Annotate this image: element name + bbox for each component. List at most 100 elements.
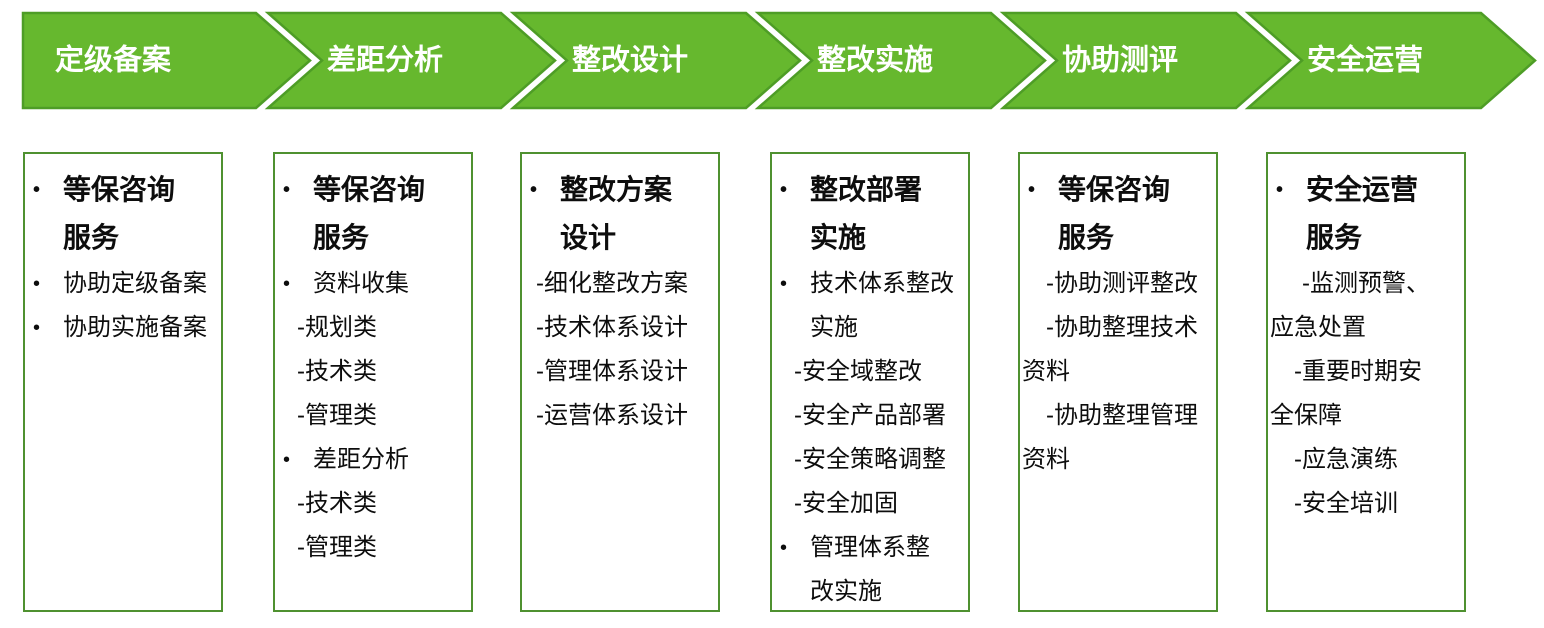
box-item-line: •管理体系整 [772, 526, 968, 570]
line-text: -协助整理管理 [1046, 402, 1198, 429]
bullet-marker-icon: • [33, 317, 41, 339]
box-item-line: -运营体系设计 [522, 394, 718, 438]
box-item-line: 实施 [772, 306, 968, 350]
bullet-marker-icon: • [530, 179, 538, 201]
line-text: 设计 [560, 222, 617, 253]
service-box-2-lines: •等保咨询服务•资料收集-规划类-技术类-管理类•差距分析-技术类-管理类 [275, 166, 471, 570]
box-item-line: -安全培训 [1268, 482, 1464, 526]
box-heading-line: 实施 [772, 214, 968, 262]
bullet-marker-icon: • [33, 273, 41, 295]
bullet-marker-icon: • [1028, 179, 1036, 201]
box-item-line: -应急演练 [1268, 438, 1464, 482]
line-text: -管理体系设计 [536, 358, 688, 385]
box-item-line: -管理类 [275, 394, 471, 438]
bullet-marker-icon: • [780, 179, 788, 201]
line-text: -管理类 [297, 402, 377, 429]
line-text: 实施 [810, 314, 858, 341]
line-text: 应急处置 [1270, 314, 1366, 341]
line-text: 整改部署 [810, 174, 923, 205]
bullet-marker-icon: • [1276, 179, 1284, 201]
line-text: 整改方案 [560, 174, 673, 205]
box-item-line: • 协助定级备案 [25, 262, 221, 306]
line-text: -细化整改方案 [536, 270, 688, 297]
line-text: 服务 [1306, 222, 1363, 253]
line-text: 改实施 [810, 578, 882, 605]
box-heading-line: • 整改部署 [772, 166, 968, 214]
line-text: 全保障 [1270, 402, 1342, 429]
service-box-3-lines: • 整改方案设计 -细化整改方案 -技术体系设计 -管理体系设计 -运营体系设计 [522, 166, 718, 438]
chevron-label-2: 差距分析 [327, 44, 443, 77]
line-text: 资料 [1022, 358, 1070, 385]
bullet-marker-icon: • [283, 179, 291, 201]
box-heading-line: • 安全运营 [1268, 166, 1464, 214]
line-text: 技术体系整改 [810, 270, 954, 297]
chevron-shape-1 [21, 11, 312, 110]
line-text: -重要时期安 [1294, 358, 1422, 385]
service-box-6: • 安全运营服务 -监测预警、应急处置 -重要时期安全保障 -应急演练 -安全培训 [1266, 152, 1466, 612]
box-item-line: -监测预警、 [1268, 262, 1464, 306]
line-text: 等保咨询 [1058, 174, 1171, 205]
line-text: -监测预警、 [1302, 270, 1430, 297]
box-heading-line: 服务 [1268, 214, 1464, 262]
line-text: -技术类 [297, 358, 377, 385]
box-heading-line: • 等保咨询 [25, 166, 221, 214]
bullet-marker-icon: • [33, 179, 41, 201]
box-heading-line: 服务 [275, 214, 471, 262]
chevron-label-5: 协助测评 [1062, 44, 1178, 77]
box-item-line: -协助整理技术 [1020, 306, 1216, 350]
service-box-5: •等保咨询服务-协助测评整改-协助整理技术资料-协助整理管理资料 [1018, 152, 1218, 612]
box-heading-line: • 整改方案 [522, 166, 718, 214]
box-item-line: •差距分析 [275, 438, 471, 482]
line-text: 安全运营 [1306, 174, 1419, 205]
service-box-6-lines: • 安全运营服务 -监测预警、应急处置 -重要时期安全保障 -应急演练 -安全培训 [1268, 166, 1464, 526]
box-item-line: 应急处置 [1268, 306, 1464, 350]
line-text: -安全加固 [794, 490, 898, 517]
box-item-line: -管理体系设计 [522, 350, 718, 394]
chevron-shape-3 [509, 11, 802, 110]
line-text: -运营体系设计 [536, 402, 688, 429]
box-item-line: -技术类 [275, 482, 471, 526]
chevron-shape-4 [754, 11, 1047, 110]
line-text: 资料 [1022, 446, 1070, 473]
box-heading-line: •等保咨询 [275, 166, 471, 214]
box-item-line: -技术体系设计 [522, 306, 718, 350]
line-text: -安全培训 [1294, 490, 1398, 517]
chevron-label-4: 整改实施 [817, 43, 933, 77]
line-text: -应急演练 [1294, 446, 1398, 473]
process-banner: 定级备案 差距分析 整改设计 整改实施 协助测评 安全运营 [21, 11, 1537, 110]
line-text: 管理体系整 [810, 534, 930, 561]
line-text: -协助测评整改 [1046, 270, 1198, 297]
box-item-line: 资料 [1020, 350, 1216, 394]
chevron-shape-5 [999, 11, 1292, 110]
box-item-line: -协助测评整改 [1020, 262, 1216, 306]
line-text: -技术类 [297, 490, 377, 517]
line-text: 协助定级备案 [63, 270, 207, 297]
box-item-line: 改实施 [772, 570, 968, 610]
bullet-marker-icon: • [283, 273, 291, 295]
box-item-line: -安全产品部署 [772, 394, 968, 438]
line-text: 资料收集 [313, 270, 409, 297]
box-item-line: -协助整理管理 [1020, 394, 1216, 438]
line-text: -安全策略调整 [794, 446, 946, 473]
box-heading-line: 设计 [522, 214, 718, 262]
box-heading-line: 服务 [25, 214, 221, 262]
box-item-line: •技术体系整改 [772, 262, 968, 306]
box-item-line: -细化整改方案 [522, 262, 718, 306]
service-box-2: •等保咨询服务•资料收集-规划类-技术类-管理类•差距分析-技术类-管理类 [273, 152, 473, 612]
box-item-line: • 资料收集 [275, 262, 471, 306]
line-text: -安全产品部署 [794, 402, 946, 429]
box-item-line: -重要时期安 [1268, 350, 1464, 394]
box-item-line: 全保障 [1268, 394, 1464, 438]
service-box-1-lines: •等保咨询服务•协助定级备案•协助实施备案 [25, 166, 221, 350]
line-text: 等保咨询 [63, 174, 176, 205]
line-text: 差距分析 [313, 446, 409, 473]
line-text: -协助整理技术 [1046, 314, 1198, 341]
chevron-label-3: 整改设计 [572, 44, 688, 77]
line-text: -技术体系设计 [536, 314, 688, 341]
box-item-line: -技术类 [275, 350, 471, 394]
box-item-line: 资料 [1020, 438, 1216, 482]
line-text: 服务 [313, 222, 370, 253]
chevron-label-6: 安全运营 [1307, 43, 1423, 77]
chevron-shape-6 [1244, 11, 1537, 110]
